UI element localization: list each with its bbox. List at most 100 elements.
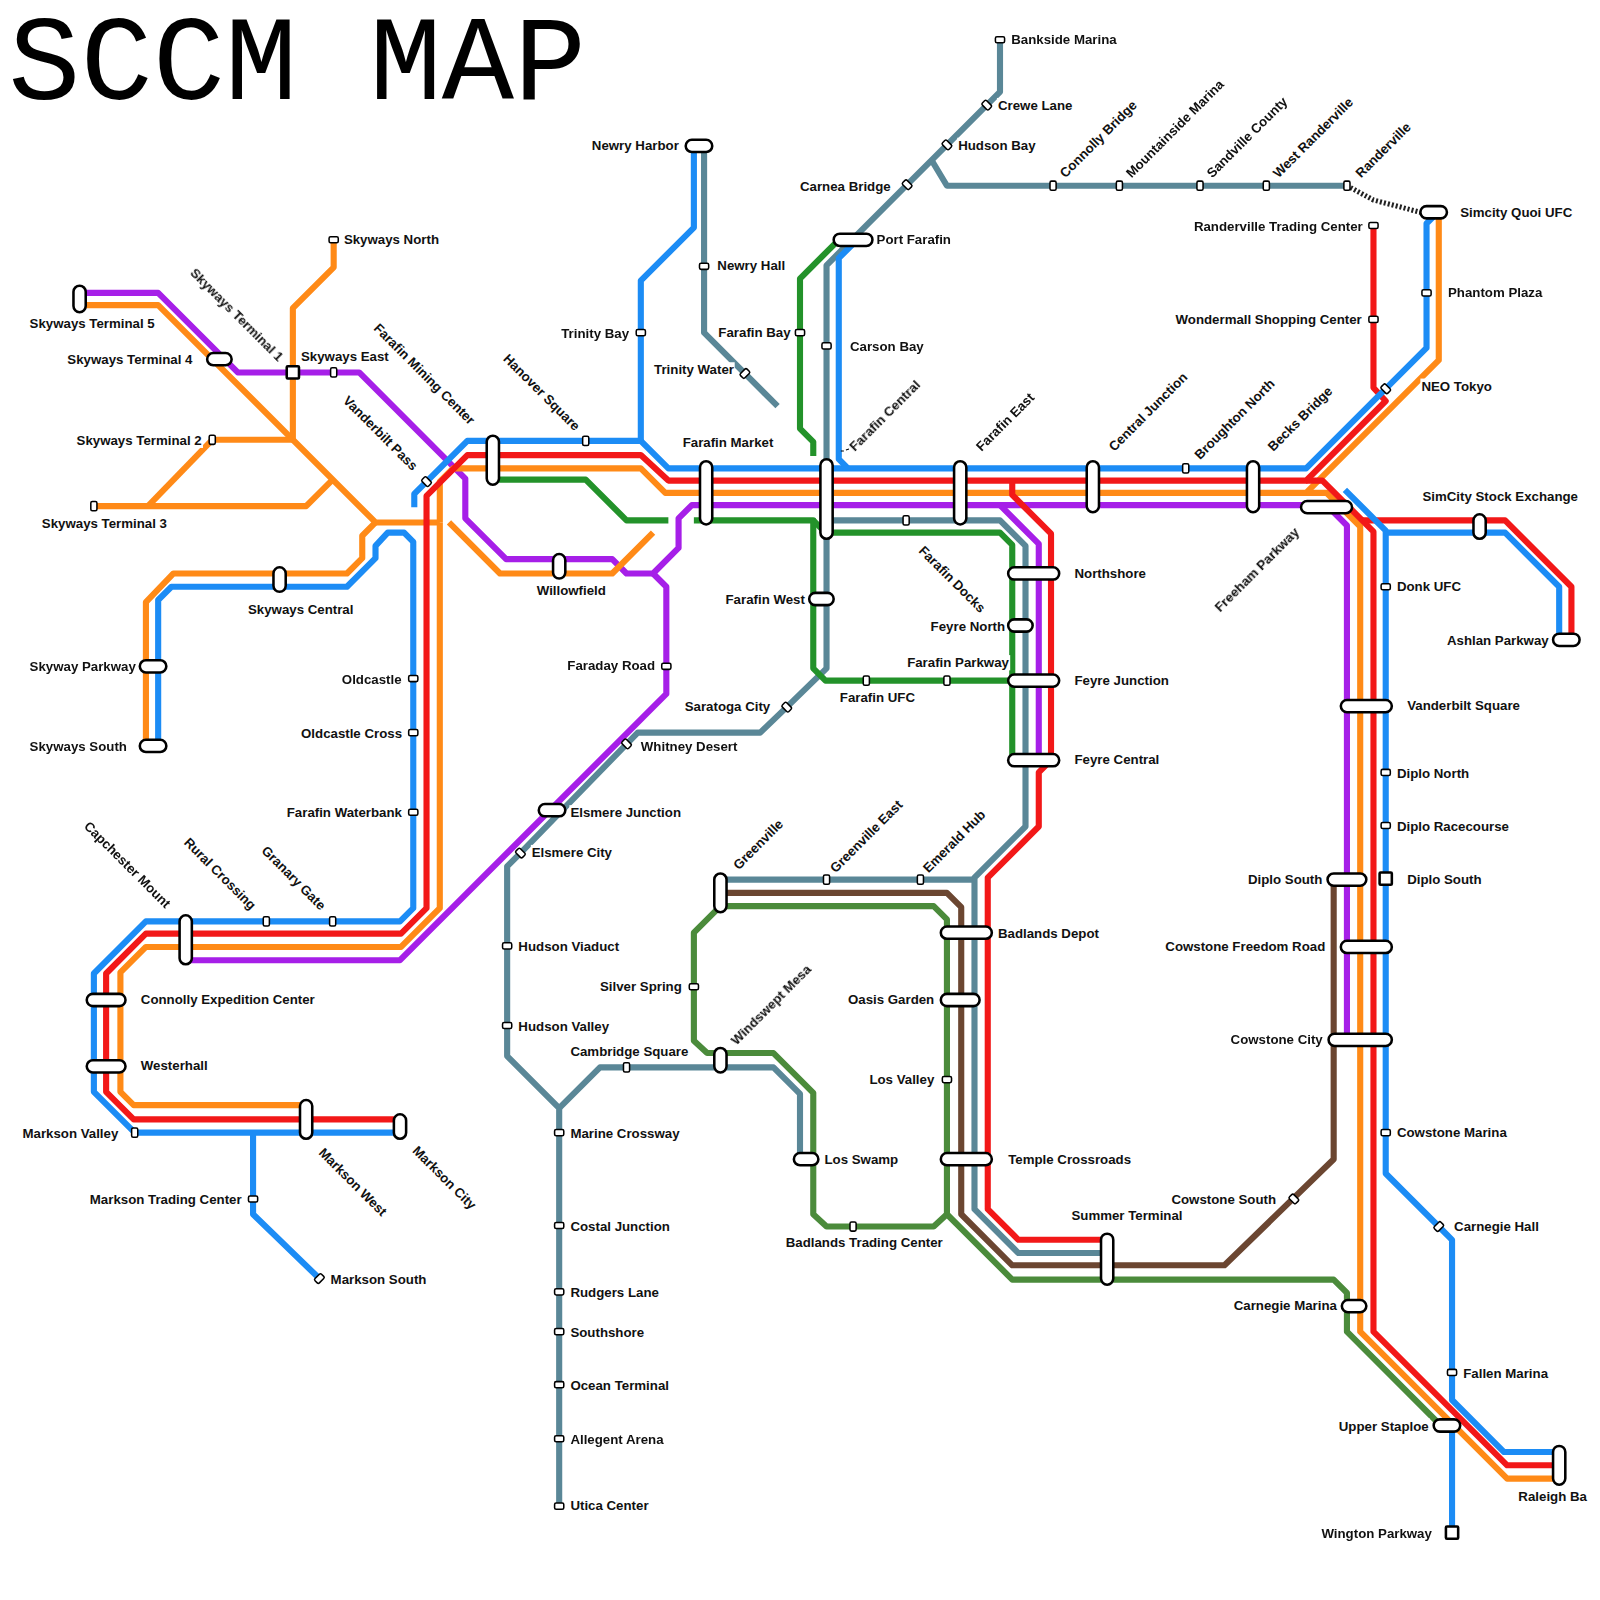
interchange-marker (714, 873, 726, 912)
station-label: Windswept Mesa (727, 961, 815, 1049)
station-label: Randerville Trading Center (1193, 218, 1364, 233)
station-label: Allegent Arena (569, 1431, 664, 1446)
station-label: Skyways East (300, 348, 390, 363)
interchange-marker (73, 286, 85, 313)
station-label: Farafin Docks (915, 542, 989, 616)
station-marker (1050, 181, 1056, 190)
metro-line (212, 437, 293, 443)
map-title: SCCM MAP (8, 7, 586, 127)
station-label: Ocean Terminal (569, 1377, 670, 1392)
interchange-marker (140, 740, 167, 752)
metro-line (94, 533, 413, 1133)
metro-line (827, 520, 1108, 1253)
station-label: Simcity Quoi UFC (1459, 205, 1573, 220)
station-marker (902, 179, 913, 190)
station-marker (623, 1063, 629, 1072)
station-marker (1197, 181, 1203, 190)
station-markers (91, 37, 1457, 1509)
metro-line (800, 240, 839, 456)
interchange-marker (1328, 873, 1367, 885)
interchange-marker (87, 1060, 126, 1072)
station-marker (555, 1289, 564, 1295)
station-marker (942, 139, 953, 150)
station-marker (555, 1329, 564, 1335)
station-label: Farafin Market (682, 434, 775, 449)
station-label: Cowstone Marina (1396, 1124, 1508, 1139)
station-label: Oldcastle Cross (300, 725, 403, 740)
station-label: Skyways South (29, 738, 128, 753)
station-label: Skyways Terminal 2 (76, 432, 203, 447)
metro-line (414, 216, 1433, 507)
metro-line (94, 479, 334, 507)
station-label: Cowstone South (1170, 1191, 1277, 1206)
station-label: Carnea Bridge (799, 178, 892, 193)
interchange-marker (1101, 1234, 1113, 1285)
station-label: Saratoga City (684, 698, 772, 713)
metro-line (720, 877, 972, 883)
station-label: Freeham Parkway (1211, 523, 1303, 615)
station-marker (981, 100, 992, 111)
station-label: Vanderbilt Square (1406, 697, 1521, 712)
interchange-marker (1087, 461, 1099, 512)
station-label: Los Swamp (823, 1152, 899, 1167)
station-label: Randerville (1352, 118, 1415, 181)
metro-line (80, 293, 1347, 1040)
station-label: Skyways Terminal 5 (29, 315, 156, 330)
interchange-marker (553, 554, 565, 578)
station-label: Rudgers Lane (569, 1284, 659, 1299)
station-label: Skyways Central (247, 602, 354, 617)
station-marker (1381, 584, 1390, 590)
station-label: Costal Junction (569, 1218, 671, 1233)
metro-line (507, 40, 1000, 1506)
station-marker (1381, 769, 1390, 775)
interchange-markers (73, 140, 1579, 1539)
station-marker (942, 1077, 951, 1083)
station-label: Whitney Desert (640, 738, 739, 753)
station-marker (795, 330, 804, 336)
station-label: Markson Trading Center (89, 1191, 243, 1206)
interchange-marker (1008, 754, 1059, 766)
metro-line (440, 216, 1439, 522)
station-label: Diplo North (1396, 765, 1470, 780)
metro-line (120, 522, 439, 1105)
station-label: Marine Crossway (569, 1125, 680, 1140)
station-label: Farafin East (972, 388, 1038, 454)
interchange-marker (794, 1153, 818, 1165)
station-label: Wondermall Shopping Center (1174, 312, 1362, 327)
interchange-marker (1434, 1419, 1461, 1431)
station-label: Markson City (409, 1142, 480, 1213)
station-marker (689, 984, 698, 990)
station-marker (739, 368, 750, 379)
station-label: Newry Harbor (591, 137, 680, 152)
interchange-marker (394, 1114, 406, 1138)
metro-line (493, 480, 669, 521)
station-label: Trinity Water (653, 362, 735, 377)
station-marker (1433, 1221, 1444, 1232)
station-label: Markson Valley (21, 1125, 119, 1140)
station-label: Summer Terminal (1070, 1208, 1183, 1223)
metro-line (146, 522, 376, 745)
station-label: Greenville East (826, 796, 906, 876)
station-label: Elsmere Junction (569, 805, 682, 820)
station-marker (555, 1130, 564, 1136)
station-label: Raleigh Ba (1517, 1488, 1588, 1503)
interchange-marker (809, 593, 833, 605)
station-marker (1116, 181, 1122, 190)
interchange-marker (1380, 872, 1392, 884)
interchange-marker (834, 234, 873, 246)
station-marker (995, 37, 1004, 43)
leader-line (841, 449, 849, 451)
station-label: Badlands Depot (997, 925, 1100, 940)
station-marker (1263, 181, 1269, 190)
metro-line (449, 522, 653, 573)
station-marker (636, 330, 645, 336)
station-marker (515, 848, 526, 859)
interchange-marker (1446, 1527, 1458, 1539)
station-label: Cowstone Freedom Road (1164, 938, 1326, 953)
station-marker (555, 1436, 564, 1442)
station-marker (1381, 822, 1390, 828)
station-marker (583, 436, 589, 445)
station-label: SimCity Stock Exchange (1421, 488, 1579, 503)
metro-line (1347, 186, 1420, 213)
